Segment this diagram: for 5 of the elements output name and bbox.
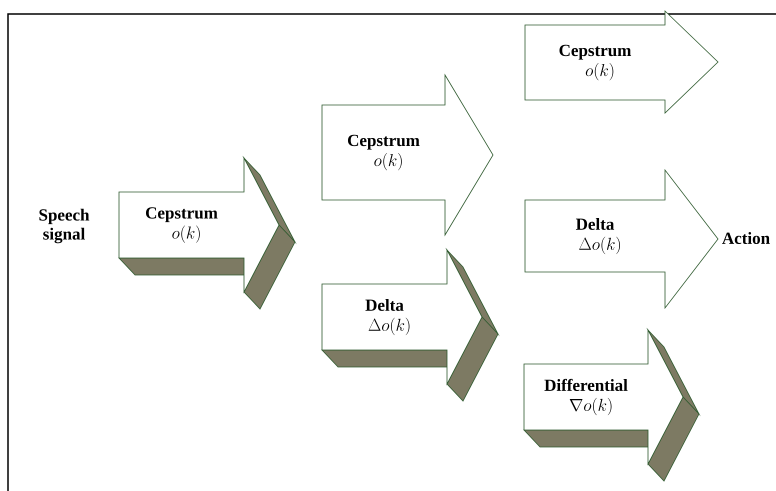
node-label: Speech signal — [39, 208, 90, 244]
arrow-box: Delta $\Delta o(k)$ — [524, 168, 719, 310]
arrow-box: Cepstrum $o(k)$ — [524, 10, 719, 114]
arrow-box: Cepstrum $o(k)$ — [322, 74, 494, 236]
node-label: Action — [722, 232, 770, 244]
